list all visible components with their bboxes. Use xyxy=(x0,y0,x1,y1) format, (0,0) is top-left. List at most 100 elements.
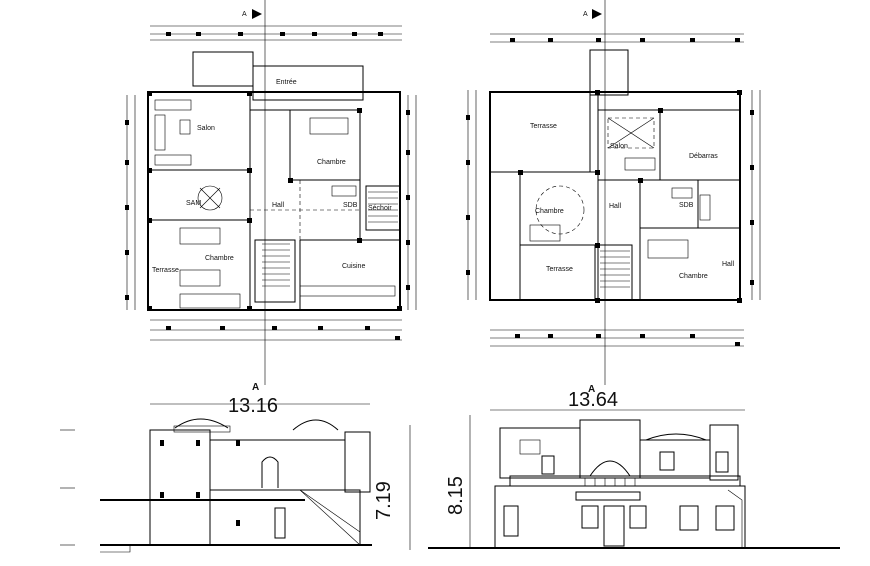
bed-left xyxy=(529,224,561,242)
upper-pediment xyxy=(645,433,707,441)
section-elevation: A 13.16 7.19 xyxy=(60,382,411,553)
room-label-sechoir: Séchoir xyxy=(368,205,392,212)
section-door xyxy=(274,507,286,539)
room-label-terrasse-bottom: Terrasse xyxy=(546,266,573,273)
stair-treads-left xyxy=(262,243,290,287)
bed-1 xyxy=(179,227,221,245)
upper-block-right xyxy=(639,439,711,479)
room-label-chambre-right: Chambre xyxy=(679,273,708,280)
room-label-chambre-left: Chambre xyxy=(535,208,564,215)
stair-left xyxy=(254,239,296,303)
room-label-terrasse-top: Terrasse xyxy=(530,123,557,130)
ground-window-3 xyxy=(629,505,647,529)
elevation-left-height-dimension: 7.19 xyxy=(373,481,395,520)
first-floor-plan: A xyxy=(466,0,761,385)
foundation-left xyxy=(100,545,131,553)
elevation-right-height-dimension: 8.15 xyxy=(445,476,467,515)
ground-floor-facade xyxy=(494,485,746,549)
section-dome-2 xyxy=(292,419,339,431)
kitchen-counter xyxy=(299,285,396,297)
ground-window-4 xyxy=(679,505,699,531)
stair-treads xyxy=(600,250,630,288)
room-label-salon: Salon xyxy=(610,143,628,150)
section-stairs xyxy=(299,489,361,546)
room-label-sam: SAM xyxy=(186,200,201,207)
section-dome xyxy=(174,418,229,429)
entrance-tiled-area xyxy=(192,51,254,87)
front-door xyxy=(603,505,625,547)
salon-rug xyxy=(607,117,655,149)
bathtub xyxy=(699,194,711,221)
upper-window-2 xyxy=(659,451,675,471)
dim-ticks-bottom xyxy=(166,326,400,340)
upper-window-1 xyxy=(541,455,555,475)
dim-ticks-sides xyxy=(466,110,754,285)
coffee-table xyxy=(179,119,191,135)
section-marker-left-bottom: A xyxy=(252,382,259,393)
room-label-chambre-top: Chambre xyxy=(317,159,346,166)
elevation-right-width-dimension: 13.64 xyxy=(568,389,618,411)
room-label-salon: Salon xyxy=(197,125,215,132)
entrance-porch xyxy=(252,65,364,101)
section-marker-left-top: A xyxy=(242,11,247,18)
room-label-cuisine: Cuisine xyxy=(342,263,365,270)
room-label-sdb: SDB xyxy=(679,202,694,209)
section-arrow-icon xyxy=(252,9,262,19)
upper-corner-block xyxy=(709,424,739,481)
stair-tower-top xyxy=(589,49,629,96)
stair xyxy=(597,244,633,301)
room-label-chambre-bottom: Chambre xyxy=(205,255,234,262)
bed-2 xyxy=(179,269,221,287)
section-marker-right-top: A xyxy=(583,11,588,18)
stair-right xyxy=(365,185,401,231)
sofa-top xyxy=(154,99,192,111)
bathroom-fixture xyxy=(671,187,693,199)
upper-brick-tower xyxy=(579,419,641,479)
chair-line-2 xyxy=(199,187,221,209)
section-parapet xyxy=(344,431,371,493)
dining-table xyxy=(197,185,223,211)
section-arrow-icon xyxy=(592,9,602,19)
dim-ticks-top xyxy=(510,38,740,42)
section-cornice xyxy=(173,425,231,433)
dim-ticks-sides xyxy=(125,110,410,300)
bed-master xyxy=(309,117,349,135)
room-label-hall: Hall xyxy=(609,203,622,210)
stair-treads-right xyxy=(368,191,398,223)
balcony-balusters xyxy=(584,478,636,486)
room-label-debarras: Débarras xyxy=(689,153,718,160)
room-label-hall: Hall xyxy=(272,202,285,209)
terrace-tiles xyxy=(179,293,241,309)
room-label-hall-small: Hall xyxy=(722,261,735,268)
ground-window-5 xyxy=(715,505,735,531)
front-elevation: A 13.64 8.15 xyxy=(428,384,840,549)
section-marker-right-bottom: A xyxy=(588,384,595,395)
terrace-top-tiled xyxy=(489,91,591,173)
dim-ticks-top xyxy=(166,32,383,36)
structural-columns xyxy=(147,91,402,311)
entrance-canopy xyxy=(575,491,641,501)
ground-window-2 xyxy=(581,505,599,529)
level-marks-left xyxy=(60,429,75,546)
section-body-left xyxy=(149,429,211,546)
upper-window-3 xyxy=(715,451,729,473)
arched-opening xyxy=(261,456,279,488)
bed-right xyxy=(647,239,689,259)
sideboard xyxy=(154,154,192,166)
room-label-sdb: SDB xyxy=(343,202,358,209)
upper-arch xyxy=(589,460,631,477)
section-columns xyxy=(160,440,240,526)
room-label-entree: Entrée xyxy=(276,79,297,86)
upper-vent xyxy=(519,439,541,455)
bathtub xyxy=(331,185,357,197)
ground-window-1 xyxy=(503,505,519,537)
room-label-terrasse: Terrasse xyxy=(152,267,179,274)
ground-floor-plan: A xyxy=(125,0,417,385)
elevation-left-width-dimension: 13.16 xyxy=(228,395,278,417)
sofa-side xyxy=(154,114,166,151)
terrace-left-tiled xyxy=(489,171,521,301)
salon-diag-2 xyxy=(607,117,655,149)
salon-sofa xyxy=(624,157,656,171)
side-stair-railing xyxy=(727,489,743,548)
